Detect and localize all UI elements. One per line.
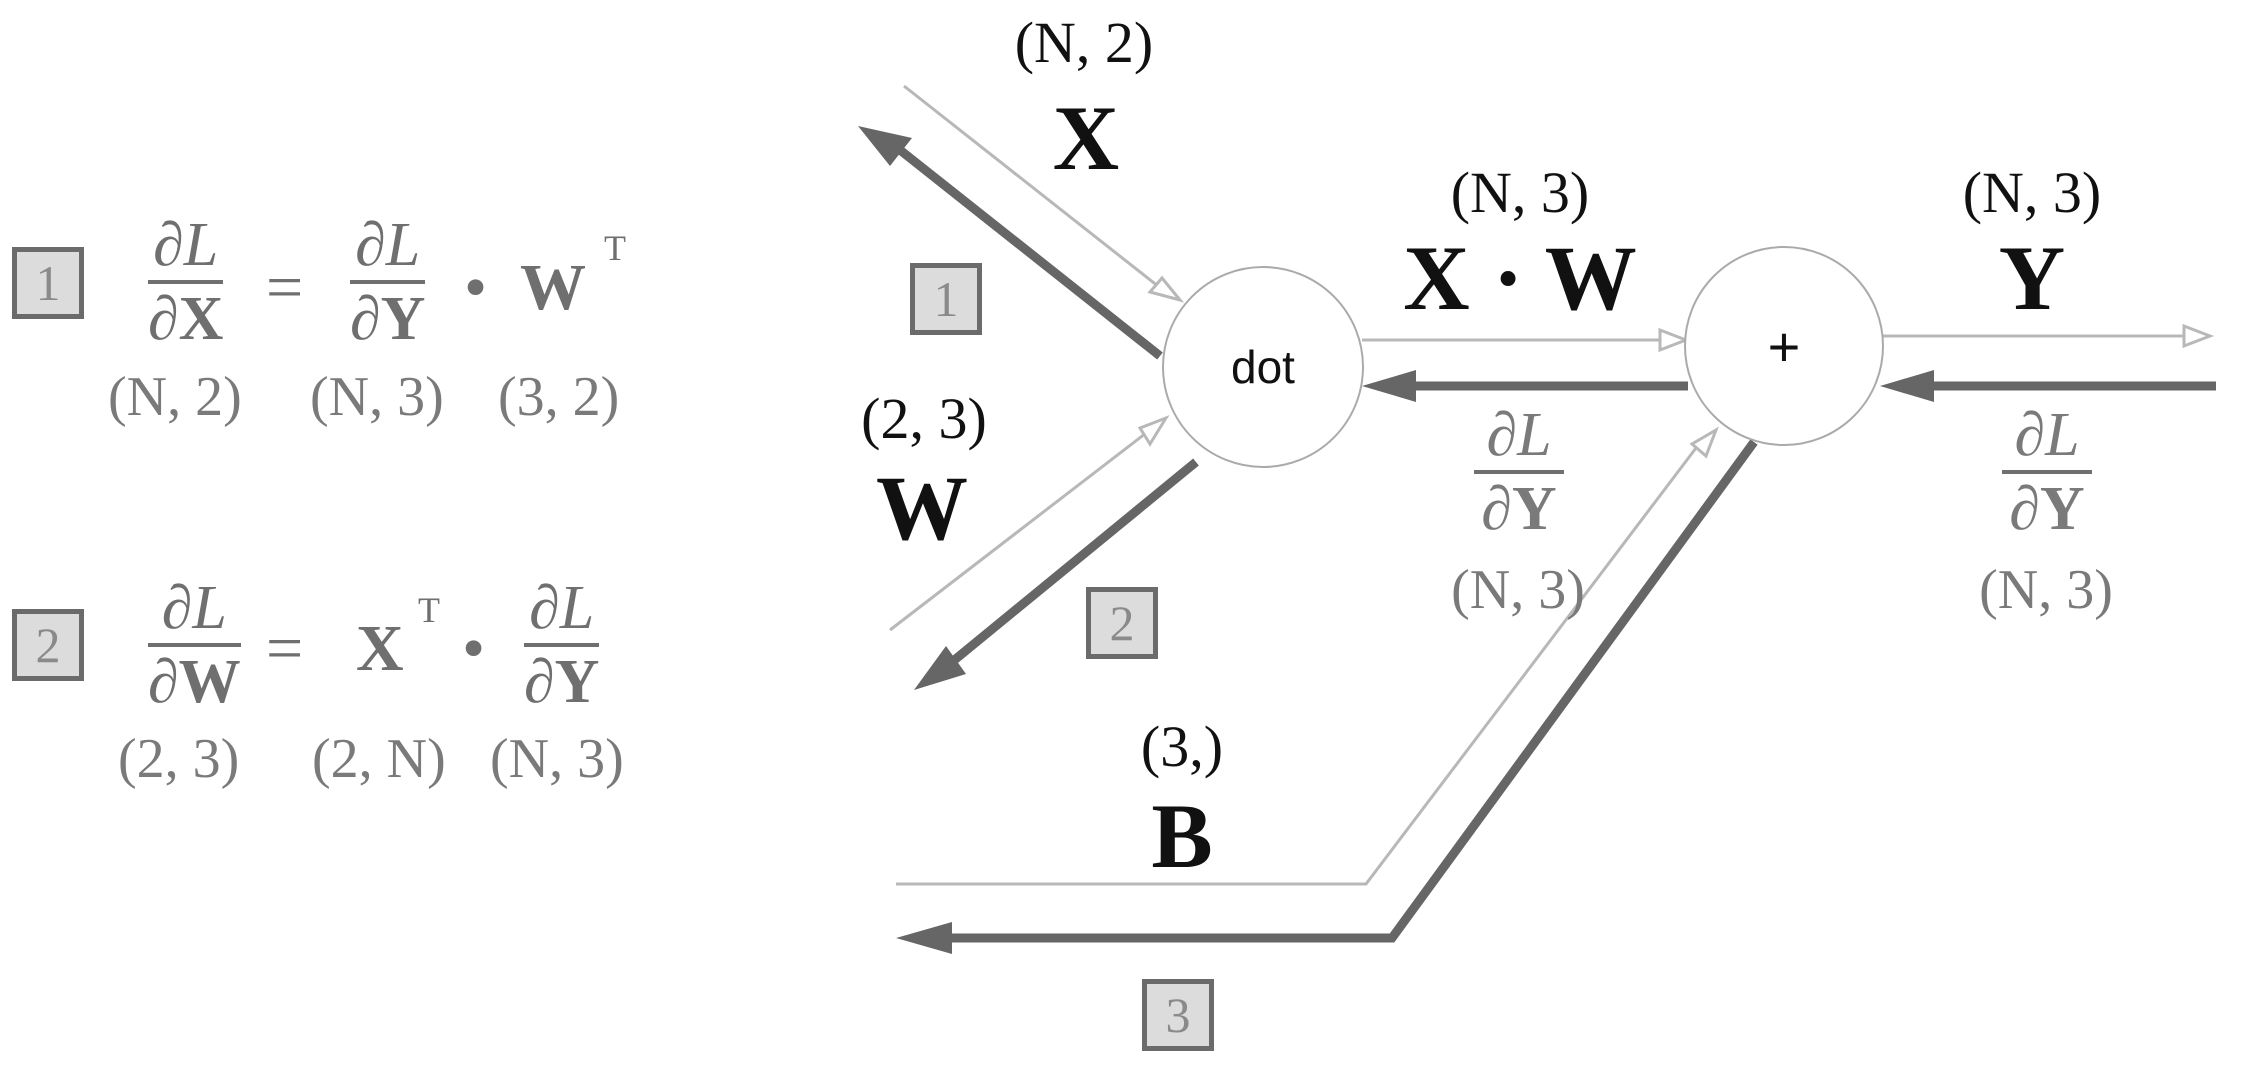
dot-node: dot bbox=[1162, 266, 1364, 468]
backward-arrowhead-b bbox=[896, 922, 952, 954]
x-term: X bbox=[356, 612, 404, 685]
forward-edge-w bbox=[889, 428, 1151, 632]
b-shape-label: (3,) bbox=[1140, 714, 1224, 779]
w-variable-label: W bbox=[876, 457, 968, 559]
x-variable-label: X bbox=[1052, 87, 1120, 189]
equation-2-badge: 2 bbox=[12, 609, 84, 681]
b-variable-label: B bbox=[1151, 785, 1213, 887]
right-gradient-shape: (N, 3) bbox=[1979, 559, 2113, 621]
rhs-numerator: ∂L bbox=[355, 211, 421, 279]
backward-arrowhead-y bbox=[1880, 370, 1934, 402]
backward-arrowhead-xw bbox=[1362, 370, 1416, 402]
backward-edge-x bbox=[897, 146, 1163, 360]
fraction-bar bbox=[524, 643, 600, 647]
forward-edge-x bbox=[903, 84, 1169, 296]
middle-gradient-fraction: ∂L ∂Y bbox=[1474, 402, 1564, 542]
equals-sign: = bbox=[266, 612, 304, 685]
equation-1-badge: 1 bbox=[12, 247, 84, 319]
lhs-numerator: ∂L bbox=[161, 574, 227, 642]
equations-panel: 1 ∂L ∂X = ∂L ∂Y • W T (N, 2) (N, 3) (3, … bbox=[0, 0, 760, 1066]
backward-edge-b bbox=[950, 439, 1758, 943]
fraction-bar bbox=[148, 643, 241, 647]
equals-sign: = bbox=[266, 251, 304, 324]
diagram-badge-1: 1 bbox=[910, 263, 982, 335]
backward-arrowhead-x bbox=[858, 126, 912, 166]
right-gradient-fraction: ∂L ∂Y bbox=[2002, 402, 2092, 542]
diagram-badge-2: 2 bbox=[1086, 587, 1158, 659]
fraction-bar bbox=[2002, 470, 2092, 474]
rhs-numerator: ∂L bbox=[529, 574, 595, 642]
gradient-numerator: ∂L bbox=[2014, 401, 2080, 469]
transpose-superscript: T bbox=[604, 228, 626, 268]
lhs-denominator: ∂W bbox=[148, 648, 241, 716]
fraction-bar bbox=[148, 280, 224, 284]
w-shape-label: (2, 3) bbox=[861, 386, 987, 451]
gradient-denominator: ∂Y bbox=[1481, 475, 1557, 543]
xw-shape-label: (N, 3) bbox=[1450, 160, 1590, 225]
lhs-denominator: ∂X bbox=[148, 285, 224, 353]
forward-edges bbox=[889, 84, 2215, 886]
rhs-denominator: ∂Y bbox=[350, 285, 426, 353]
rhs-denominator: ∂Y bbox=[524, 648, 600, 716]
diagram-badge-3: 3 bbox=[1142, 979, 1214, 1051]
equation-2-lhs-fraction: ∂L ∂W bbox=[148, 575, 241, 715]
gradient-denominator: ∂Y bbox=[2009, 475, 2085, 543]
forward-arrowhead-w bbox=[1137, 415, 1170, 447]
xw-variable-label: X · W bbox=[1403, 227, 1637, 329]
equation-2-rhs-fraction: ∂L ∂Y bbox=[524, 574, 600, 716]
shape-label: (2, 3) bbox=[118, 728, 240, 790]
shape-label: (N, 3) bbox=[310, 366, 444, 428]
equation-1-rhs-fraction: ∂L ∂Y bbox=[350, 211, 426, 353]
shape-label: (2, N) bbox=[312, 728, 446, 790]
middle-gradient-shape: (N, 3) bbox=[1451, 559, 1585, 621]
shape-label: (N, 3) bbox=[490, 728, 624, 790]
forward-edge-b bbox=[896, 447, 1698, 886]
shape-label: (N, 2) bbox=[108, 366, 242, 428]
forward-arrowhead-y bbox=[2182, 323, 2215, 349]
shape-label: (3, 2) bbox=[498, 366, 620, 428]
backward-edge-w bbox=[949, 458, 1199, 666]
forward-arrowhead-xw bbox=[1658, 327, 1691, 353]
dot-operator: • bbox=[464, 251, 488, 324]
add-node-label: + bbox=[1767, 314, 1801, 378]
backward-edges bbox=[858, 126, 2216, 954]
w-term: W bbox=[520, 251, 586, 324]
backward-arrowhead-w bbox=[914, 646, 966, 690]
forward-arrowhead-b bbox=[1689, 426, 1719, 459]
gradient-numerator: ∂L bbox=[1486, 401, 1552, 469]
y-shape-label: (N, 3) bbox=[1962, 160, 2102, 225]
dot-node-label: dot bbox=[1231, 341, 1295, 393]
transpose-superscript: T bbox=[418, 590, 440, 630]
fraction-bar bbox=[1474, 470, 1564, 474]
equation-1-lhs-fraction: ∂L ∂X bbox=[148, 211, 224, 353]
lhs-numerator: ∂L bbox=[153, 211, 219, 279]
forward-arrowhead-x bbox=[1147, 275, 1185, 303]
x-shape-label: (N, 2) bbox=[1014, 10, 1154, 75]
fraction-bar bbox=[350, 280, 426, 284]
dot-operator: • bbox=[462, 612, 486, 685]
y-variable-label: Y bbox=[1998, 227, 2066, 329]
add-node: + bbox=[1684, 246, 1884, 446]
